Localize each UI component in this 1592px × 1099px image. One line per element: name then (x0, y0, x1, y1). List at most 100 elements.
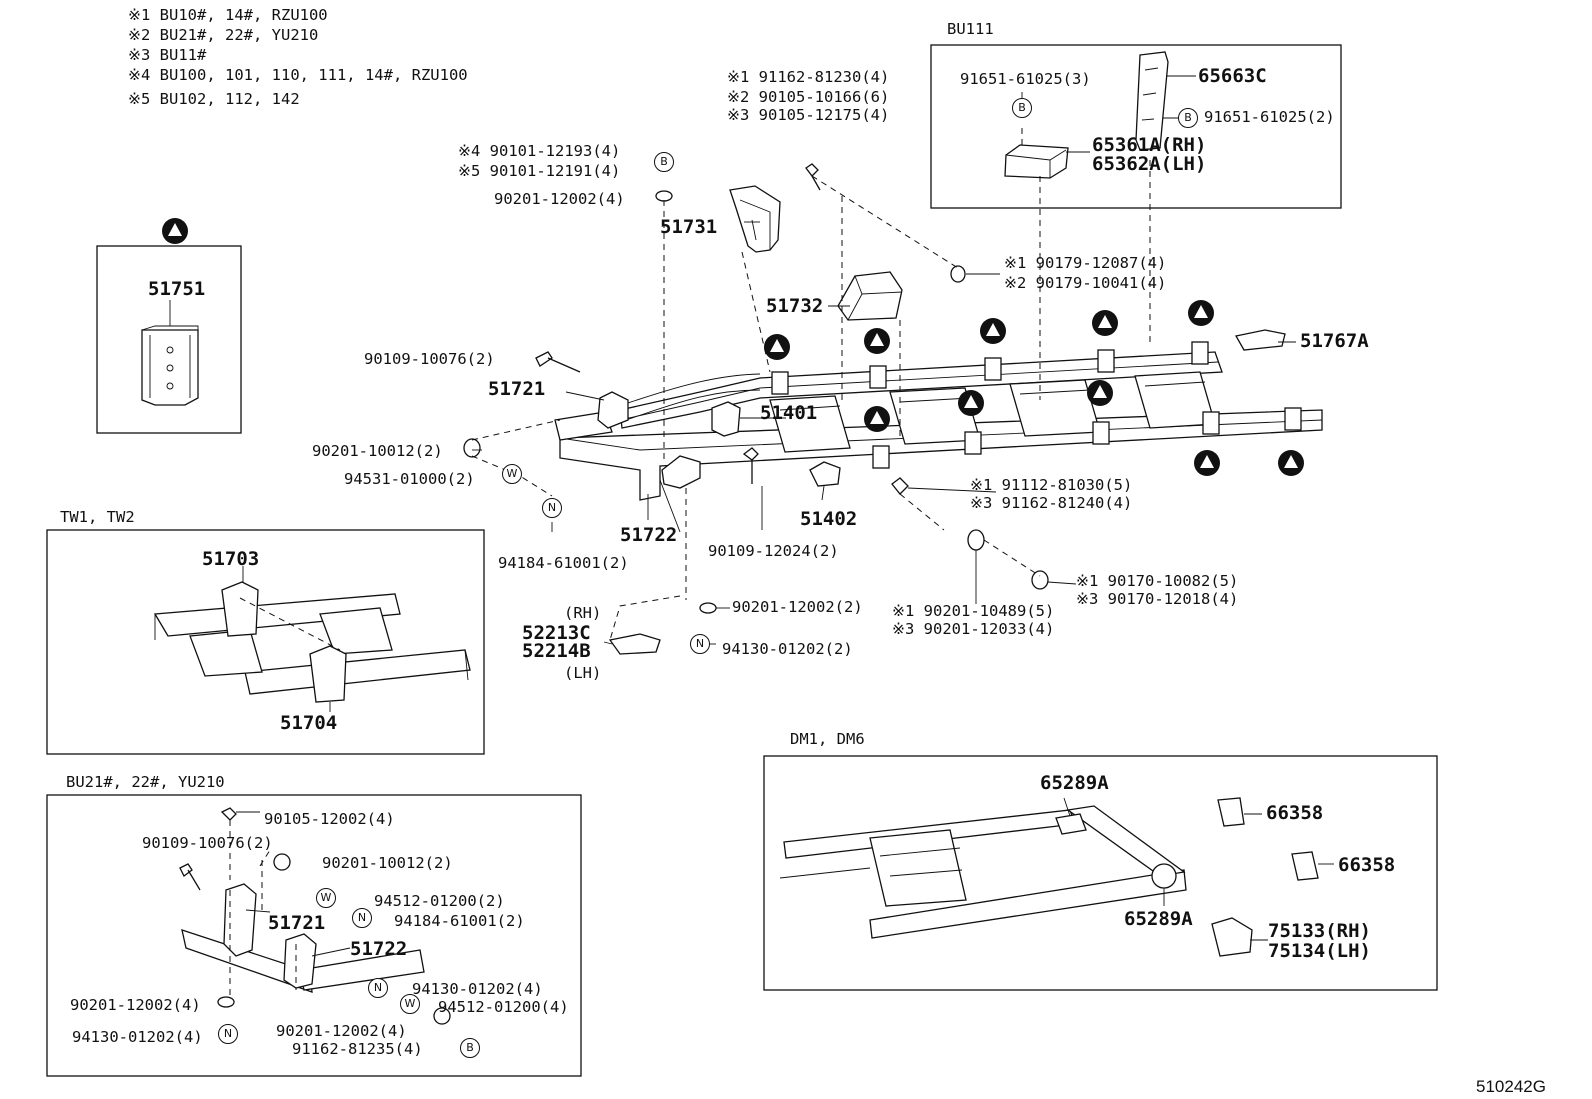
triangle-marker-icon (1278, 450, 1304, 476)
part-65361a-label: 65361A(RH) (1092, 134, 1207, 156)
washer-right-line-2: ※3 90201-12033(4) (892, 620, 1055, 638)
bolt-group-1-line-3: ※3 90105-12175(4) (727, 106, 890, 124)
part-51732-label: 51732 (766, 295, 824, 317)
part-51703-label: 51703 (202, 548, 260, 570)
part-51401-label: 51401 (760, 402, 818, 424)
note-5: ※5 BU102, 112, 142 (128, 90, 300, 108)
inset-bu111-box (930, 44, 1342, 209)
bolt-group-2-line-2: ※5 90101-12191(4) (458, 162, 621, 180)
bu21-label-1: 90105-12002(4) (264, 810, 395, 828)
dm-part-75134-label: 75134(LH) (1268, 940, 1371, 962)
bolt-90109-10076-label: 90109-10076(2) (364, 350, 495, 368)
bu21-label-6: 51721 (268, 912, 326, 934)
bolt-group-2-line-1: ※4 90101-12193(4) (458, 142, 621, 160)
bu21-label-4: 94512-01200(2) (374, 892, 505, 910)
tw-frame-drawing (153, 566, 471, 712)
symbol-n-icon: N (368, 978, 388, 998)
triangle-marker-icon (958, 390, 984, 416)
dm-part-65289a-bottom: 65289A (1124, 908, 1193, 930)
triangle-marker-icon (162, 218, 188, 244)
nut-right-line-2: ※3 90170-12018(4) (1076, 590, 1239, 608)
part-51767a-label: 51767A (1300, 330, 1369, 352)
bu21-label-9: 94512-01200(4) (438, 998, 569, 1016)
note-3: ※3 BU11# (128, 46, 207, 64)
bracket-51751-drawing (141, 300, 199, 406)
bolt-group-1-line-2: ※2 90105-10166(6) (727, 88, 890, 106)
inset-tw-box (46, 529, 485, 755)
bu21-label-3: 90201-10012(2) (322, 854, 453, 872)
note-2: ※2 BU21#, 22#, YU210 (128, 26, 319, 44)
dm-part-66358-top: 66358 (1266, 802, 1324, 824)
inset-bu111-title: BU111 (947, 20, 994, 38)
note-4: ※4 BU100, 101, 110, 111, 14#, RZU100 (128, 66, 468, 84)
washer-90201-10012-label: 90201-10012(2) (312, 442, 443, 460)
symbol-w-icon: W (502, 464, 522, 484)
nut-94184-61001-label: 94184-61001(2) (498, 554, 629, 572)
part-65362a-label: 65362A(LH) (1092, 153, 1207, 175)
washer-90201-12002-2-label: 90201-12002(2) (732, 598, 863, 616)
nut-90179-line-2: ※2 90179-10041(4) (1004, 274, 1167, 292)
inset-dm-title: DM1, DM6 (790, 730, 865, 748)
note-1: ※1 BU10#, 14#, RZU100 (128, 6, 328, 24)
dm-frame-drawing (779, 797, 1334, 957)
bolt-91651-right-label: 91651-61025(2) (1204, 108, 1335, 126)
bu21-label-7: 51722 (350, 938, 408, 960)
inset-dm-box (763, 755, 1438, 991)
dm-part-66358-bottom: 66358 (1338, 854, 1396, 876)
bolt-90109-12024-label: 90109-12024(2) (708, 542, 839, 560)
inset-bu21-title: BU21#, 22#, YU210 (66, 773, 225, 791)
rh-label: (RH) (564, 604, 602, 622)
symbol-b-icon: B (460, 1038, 480, 1058)
part-52214b-label: 52214B (522, 640, 591, 662)
washer-94531-01000-label: 94531-01000(2) (344, 470, 475, 488)
inset-51751-box (96, 245, 242, 434)
part-51721-label: 51721 (488, 378, 546, 400)
figure-code: 510242G (1476, 1077, 1546, 1096)
symbol-w-icon: W (400, 994, 420, 1014)
symbol-n-icon: N (690, 634, 710, 654)
bu21-label-12: 94130-01202(4) (72, 1028, 203, 1046)
bu21-label-8: 94130-01202(4) (412, 980, 543, 998)
lh-label: (LH) (564, 664, 602, 682)
inset-bu21-box (46, 794, 582, 1077)
part-51402-label: 51402 (800, 508, 858, 530)
part-51722-label: 51722 (620, 524, 678, 546)
nut-right-line-1: ※1 90170-10082(5) (1076, 572, 1239, 590)
triangle-marker-icon (1194, 450, 1220, 476)
dm-part-65289a-top: 65289A (1040, 772, 1109, 794)
triangle-marker-icon (1092, 310, 1118, 336)
bolt-group-1-line-1: ※1 91162-81230(4) (727, 68, 890, 86)
bu111-parts-drawing (1004, 51, 1196, 179)
triangle-marker-icon (764, 334, 790, 360)
triangle-marker-icon (864, 328, 890, 354)
symbol-b-icon: B (1012, 98, 1032, 118)
triangle-marker-icon (1087, 380, 1113, 406)
part-65663c-label: 65663C (1198, 65, 1267, 87)
bu21-label-10: 90201-12002(4) (70, 996, 201, 1014)
part-51704-label: 51704 (280, 712, 338, 734)
bolt-right-line-2: ※3 91162-81240(4) (970, 494, 1133, 512)
main-frame-drawing (463, 160, 1323, 655)
part-51751-label: 51751 (148, 278, 206, 300)
bolt-right-line-1: ※1 91112-81030(5) (970, 476, 1133, 494)
symbol-n-icon: N (352, 908, 372, 928)
bu21-label-11: 90201-12002(4) (276, 1022, 407, 1040)
triangle-marker-icon (864, 406, 890, 432)
bolt-91651-top-label: 91651-61025(3) (960, 70, 1091, 88)
bu21-label-5: 94184-61001(2) (394, 912, 525, 930)
triangle-marker-icon (1188, 300, 1214, 326)
bu21-frame-drawing (179, 807, 451, 1025)
part-51731-label: 51731 (660, 216, 718, 238)
symbol-w-icon: W (316, 888, 336, 908)
nut-90179-line-1: ※1 90179-12087(4) (1004, 254, 1167, 272)
symbol-n-icon: N (218, 1024, 238, 1044)
symbol-b-icon: B (654, 152, 674, 172)
washer-90201-12002-4-label: 90201-12002(4) (494, 190, 625, 208)
bu21-label-2: 90109-10076(2) (142, 834, 273, 852)
dm-part-75133-label: 75133(RH) (1268, 920, 1371, 942)
bu21-label-13: 91162-81235(4) (292, 1040, 423, 1058)
symbol-b-icon: B (1178, 108, 1198, 128)
symbol-n-icon: N (542, 498, 562, 518)
